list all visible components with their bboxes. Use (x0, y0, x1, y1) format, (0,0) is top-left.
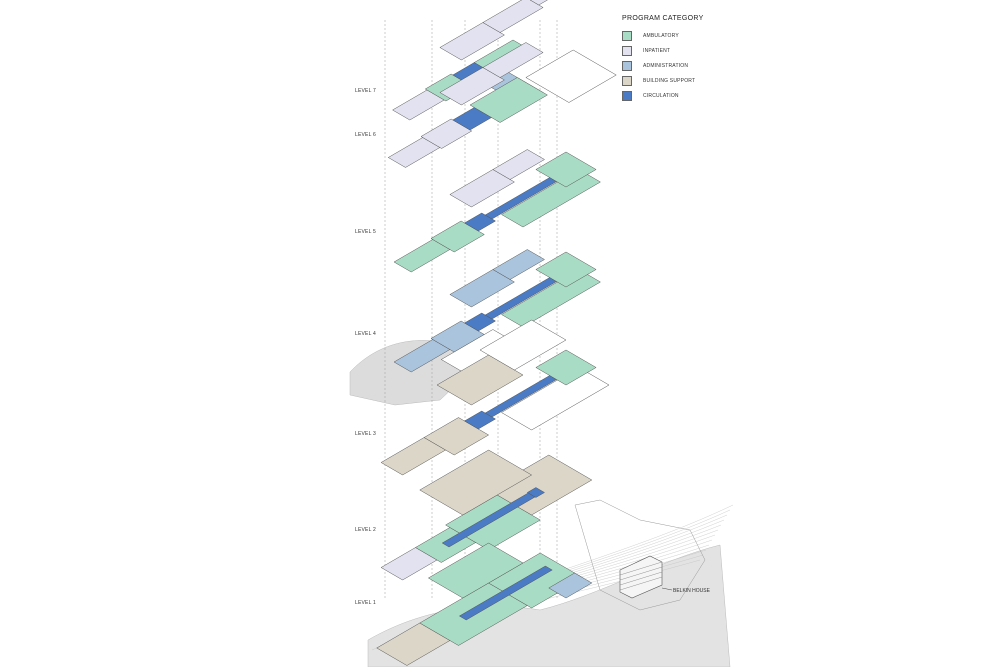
ambulatory-swatch (622, 30, 632, 41)
level-5-label: LEVEL 5 (355, 229, 376, 235)
level-2-zone (441, 492, 536, 548)
circulation-swatch (622, 90, 632, 101)
legend-label: ADMINISTRATION (643, 62, 689, 69)
level-1-zone (427, 542, 524, 599)
level-5-zone (430, 220, 485, 253)
legend-label: BUILDING SUPPORT (643, 77, 696, 84)
level-2-zone (488, 454, 593, 516)
level-3-label: LEVEL 3 (355, 431, 376, 437)
building-floor-line (619, 571, 663, 586)
level-2-zone (419, 449, 533, 516)
level-4-zone (464, 312, 496, 332)
building-support-swatch (622, 75, 632, 86)
level-4-zone (535, 251, 597, 288)
level-6-zone (469, 77, 548, 123)
level-3-zone (479, 319, 567, 371)
legend-item-inpatient: INPATIENT (622, 43, 742, 58)
level-6-label: LEVEL 6 (355, 132, 376, 138)
legend-item-circulation: CIRCULATION (622, 88, 742, 103)
building-floor-line (619, 576, 663, 591)
level-3-zone (464, 410, 496, 430)
level-7-label: LEVEL 7 (355, 88, 376, 94)
level-1-label: LEVEL 1 (355, 600, 376, 606)
legend-item-administration: ADMINISTRATION (622, 58, 742, 73)
level-4-zone (492, 249, 545, 280)
level-6-zone (525, 49, 617, 103)
legend: PROGRAM CATEGORY AMBULATORY INPATIENT AD… (622, 15, 742, 103)
level-6-zone (420, 118, 473, 149)
level-1-zone (548, 572, 593, 599)
administration-swatch (622, 60, 632, 71)
level-3-zone (423, 417, 490, 456)
level-5-zone (492, 149, 545, 180)
level-5-zone (464, 212, 496, 232)
level-1-zone (458, 565, 553, 621)
legend-item-building-support: BUILDING SUPPORT (622, 73, 742, 88)
legend-label: CIRCULATION (643, 92, 679, 99)
legend-label: AMBULATORY (643, 32, 679, 39)
level-7-zone (482, 0, 544, 33)
terrain-upper (349, 340, 471, 406)
belkin-house-label: BELKIN HOUSE (673, 588, 710, 594)
level-6-zone (482, 42, 544, 78)
inpatient-swatch (622, 45, 632, 56)
legend-title: PROGRAM CATEGORY (622, 15, 704, 22)
level-7-zone (529, 0, 548, 6)
building-floor-line (619, 561, 663, 576)
belkin-house-leader (661, 587, 673, 591)
level-3-zone (535, 349, 597, 386)
legend-item-ambulatory: AMBULATORY (622, 28, 742, 43)
legend-label: INPATIENT (643, 47, 671, 54)
level-5-zone (535, 151, 597, 188)
site-outline (574, 499, 706, 611)
level-2-label: LEVEL 2 (355, 527, 376, 533)
building-floor-line (619, 566, 663, 581)
level-4-label: LEVEL 4 (355, 331, 376, 337)
belkin-house-building (619, 555, 663, 599)
